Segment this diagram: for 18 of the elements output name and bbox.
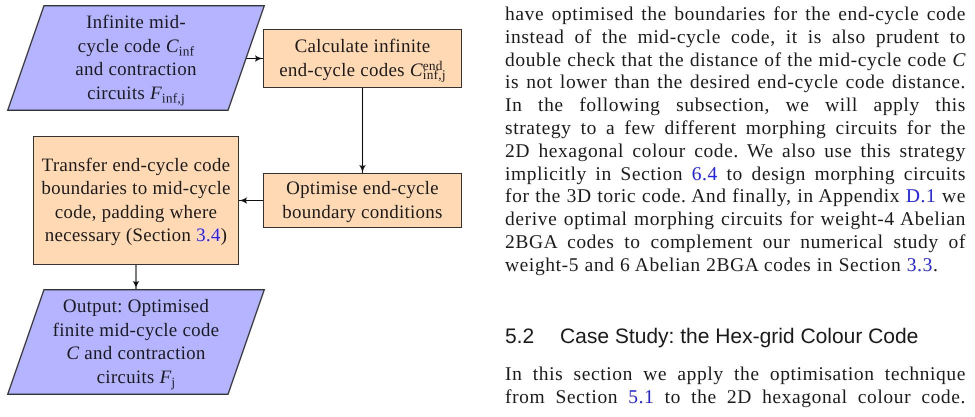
data-parallelogram xyxy=(7,5,265,111)
step-text: Output: Optimised finite mid-cycle code C and contraction circuits F$_{j}$ xyxy=(52,295,220,389)
process-box xyxy=(33,136,239,265)
step-text: Infinite mid-cycle code C$_{inf}$ and contraction circuits F$_{inf,j}$ xyxy=(74,11,198,105)
cross-reference-link: 5.1 xyxy=(628,386,654,408)
section-number: 5.2 xyxy=(505,325,534,349)
step-text: Transfer end-cycle code boundaries to mid-cycle code, padding where necessary (Section 3.4) xyxy=(40,154,232,248)
process-box xyxy=(263,173,462,228)
cross-reference-link: D.1 xyxy=(906,186,936,208)
body-paragraph: have optimised the boundaries for the end-cycle code instead of the mid-cycle code, it is also prudent to double check that the distance of the mid-cycle code C is not lower than the desired end-cycle code distance. In the following subsection, we will apply this strategy to a few different morphing circuits for the 2D hexagonal colour code. We also use this strategy implicitly in Section 6.4 to design morphing circuits for the 3D toric code. And finally, in Appendix D.1 we derive optimal morphing circuits for weight-4 Abelian 2BGA codes to complement our numerical study of weight-5 and 6 Abelian 2BGA codes in Section 3.3. xyxy=(505,4,966,278)
cross-reference-link: 6.4 xyxy=(692,164,718,185)
data-parallelogram xyxy=(7,289,265,395)
process-box xyxy=(263,29,462,88)
body-paragraph: In this section we apply the optimisation technique from Section 5.1 to the 2D hexagonal colour code. xyxy=(505,364,966,410)
section-heading: Case Study: the Hex-grid Colour Code xyxy=(560,325,918,349)
cross-reference-link: 3.3 xyxy=(906,254,933,276)
step-text: Optimise end-cycle boundary conditions xyxy=(281,177,444,224)
cross-reference-link: 3.4 xyxy=(196,225,221,246)
